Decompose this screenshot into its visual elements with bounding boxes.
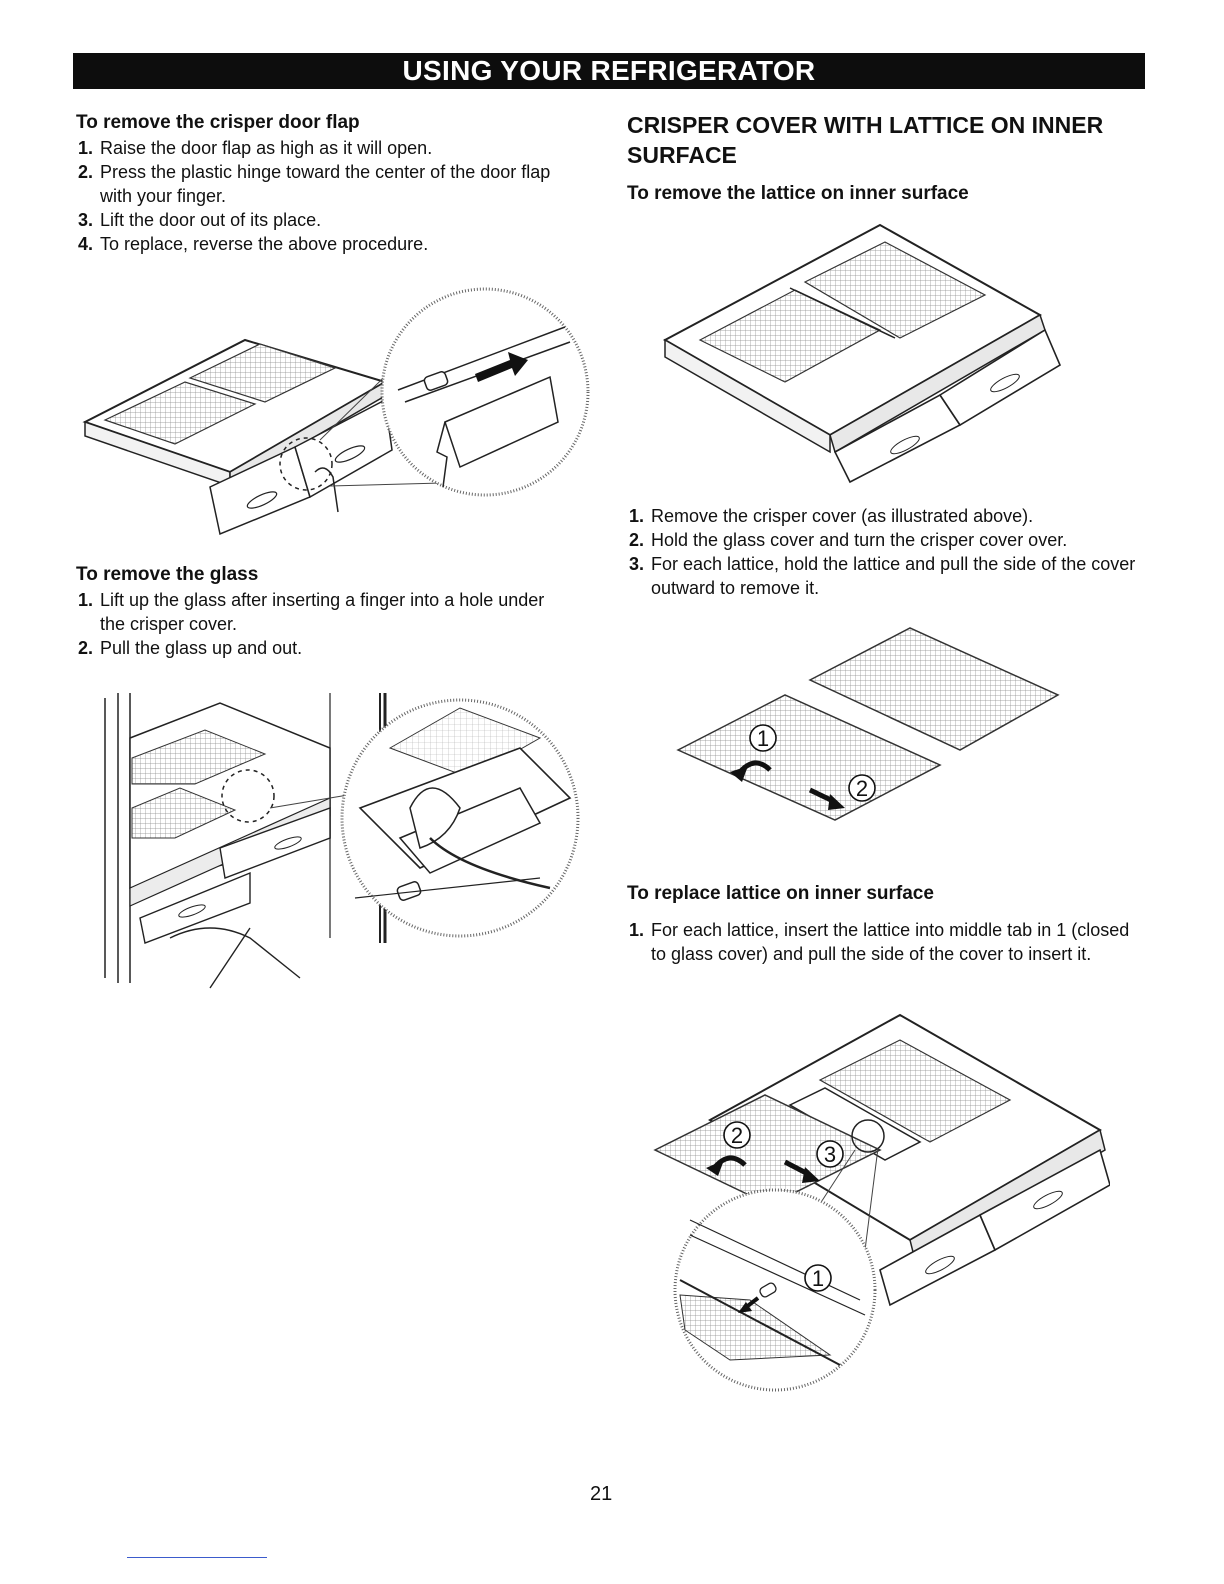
step-number: 2.	[629, 530, 645, 550]
replace-lattice-steps: 1. For each lattice, insert the lattice i…	[627, 918, 1147, 966]
step-text: Hold the glass cover and turn the crispe…	[651, 530, 1068, 550]
step-number: 1.	[78, 138, 94, 158]
step-text: Press the plastic hinge toward the cente…	[100, 162, 551, 206]
callout-number: 1	[757, 726, 769, 751]
page-number: 21	[590, 1483, 613, 1505]
step-text: Remove the crisper cover (as illustrated…	[651, 506, 1034, 526]
callout-number: 3	[824, 1142, 836, 1167]
lattice-replace-illustration: 2 3 1	[653, 1013, 1110, 1392]
callout-number: 2	[856, 776, 868, 801]
list-item: 3. Lift the door out of its place.	[76, 208, 576, 232]
step-number: 1.	[629, 920, 645, 940]
step-text: For each lattice, insert the lattice int…	[651, 920, 1130, 964]
glass-removal-illustration	[104, 693, 580, 989]
lattice-section-title: CRISPER COVER WITH LATTICE ON INNER SURF…	[627, 112, 1104, 168]
step-text: Lift the door out of its place.	[100, 210, 322, 230]
list-item: 2. Pull the glass up and out.	[76, 636, 556, 660]
callout-number: 1	[812, 1266, 824, 1291]
step-number: 2.	[78, 162, 94, 182]
replace-lattice-heading: To replace lattice on inner surface	[627, 883, 934, 904]
lattice-removal-illustration: 1 2	[676, 627, 1060, 821]
step-text: Lift up the glass after inserting a fing…	[100, 590, 545, 634]
glass-heading: To remove the glass	[76, 564, 259, 585]
list-item: 1. For each lattice, insert the lattice i…	[627, 918, 1147, 966]
door-flap-steps: 1. Raise the door flap as high as it will…	[76, 136, 576, 256]
step-number: 1.	[629, 506, 645, 526]
list-item: 2. Hold the glass cover and turn the cris…	[627, 528, 1147, 552]
list-item: 1. Remove the crisper cover (as illustrat…	[627, 504, 1147, 528]
remove-lattice-steps: 1. Remove the crisper cover (as illustrat…	[627, 504, 1147, 600]
step-number: 2.	[78, 638, 94, 658]
page-banner-title: USING YOUR REFRIGERATOR	[73, 53, 1145, 89]
step-number: 3.	[78, 210, 94, 230]
step-text: For each lattice, hold the lattice and p…	[651, 554, 1136, 598]
step-number: 3.	[629, 554, 645, 574]
step-text: Raise the door flap as high as it will o…	[100, 138, 433, 158]
list-item: 4. To replace, reverse the above procedur…	[76, 232, 576, 256]
crisper-cover-illustration	[662, 223, 1062, 484]
footer-rule	[127, 1557, 267, 1558]
list-item: 3. For each lattice, hold the lattice and…	[627, 552, 1147, 600]
step-text: Pull the glass up and out.	[100, 638, 303, 658]
step-text: To replace, reverse the above procedure.	[100, 234, 429, 254]
door-flap-heading: To remove the crisper door flap	[76, 112, 360, 133]
step-number: 4.	[78, 234, 94, 254]
door-flap-illustration	[82, 287, 590, 536]
list-item: 2. Press the plastic hinge toward the cen…	[76, 160, 576, 208]
list-item: 1. Raise the door flap as high as it will…	[76, 136, 576, 160]
glass-steps: 1. Lift up the glass after inserting a fi…	[76, 588, 556, 660]
step-number: 1.	[78, 590, 94, 610]
remove-lattice-heading: To remove the lattice on inner surface	[627, 183, 969, 204]
callout-number: 2	[731, 1123, 743, 1148]
list-item: 1. Lift up the glass after inserting a fi…	[76, 588, 556, 636]
